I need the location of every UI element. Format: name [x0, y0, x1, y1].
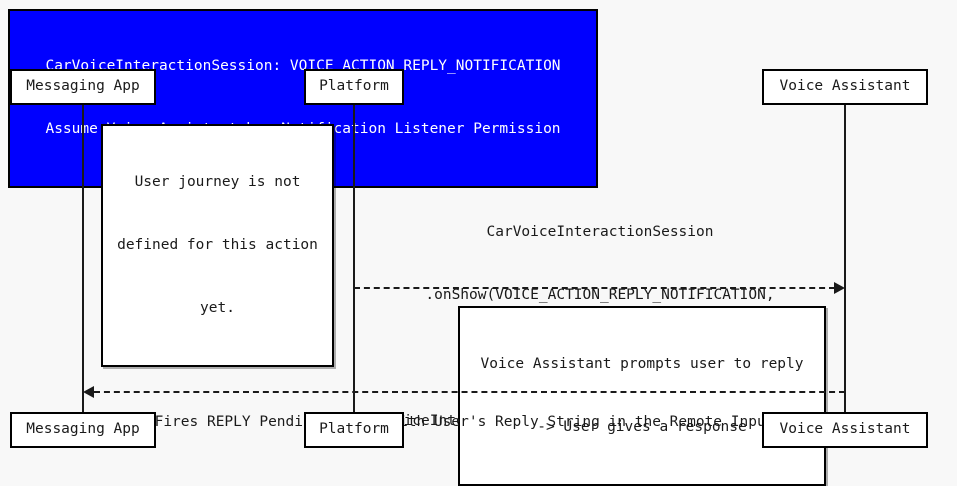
note-user-journey: User journey is not defined for this act… — [101, 124, 334, 367]
note-voice-prompt: Voice Assistant prompts user to reply ->… — [458, 306, 826, 486]
note-line-2: defined for this action — [117, 237, 318, 253]
message-arrowhead-reply-intent — [83, 386, 94, 398]
message-arrowhead-onshow — [834, 282, 845, 294]
message-line-1: CarVoiceInteractionSession — [486, 224, 714, 240]
message-line-1: Fires REPLY Pending Intent with User's R… — [154, 414, 775, 430]
note-line-1: User journey is not — [134, 174, 301, 190]
note-line-2: -> User gives a response — [537, 419, 747, 435]
participant-label: Voice Assistant — [779, 78, 911, 94]
participant-bottom-voice-assistant[interactable]: Voice Assistant — [762, 412, 928, 448]
participant-top-messaging-app[interactable]: Messaging App — [10, 69, 156, 105]
participant-top-platform[interactable]: Platform — [304, 69, 404, 105]
participant-label: Messaging App — [26, 78, 140, 94]
message-label-reply-intent: Fires REPLY Pending Intent with User's R… — [84, 370, 845, 475]
lifeline-voice-assistant — [844, 105, 846, 412]
participant-bottom-messaging-app[interactable]: Messaging App — [10, 412, 156, 448]
participant-top-voice-assistant[interactable]: Voice Assistant — [762, 69, 928, 105]
message-arrow-onshow — [354, 287, 835, 289]
note-line-3: yet. — [200, 300, 235, 316]
sequence-diagram-canvas: CarVoiceInteractionSession: VOICE_ACTION… — [8, 9, 928, 486]
message-arrow-reply-intent — [94, 391, 845, 393]
lifeline-messaging-app — [82, 105, 84, 412]
participant-label: Platform — [319, 421, 389, 437]
lifeline-platform — [353, 105, 355, 412]
participant-label: Messaging App — [26, 421, 140, 437]
participant-bottom-platform[interactable]: Platform — [304, 412, 404, 448]
participant-label: Voice Assistant — [779, 421, 911, 437]
note-line-1: Voice Assistant prompts user to reply — [480, 356, 804, 372]
participant-label: Platform — [319, 78, 389, 94]
message-line-2: .onShow(VOICE_ACTION_REPLY_NOTIFICATION, — [425, 287, 775, 303]
